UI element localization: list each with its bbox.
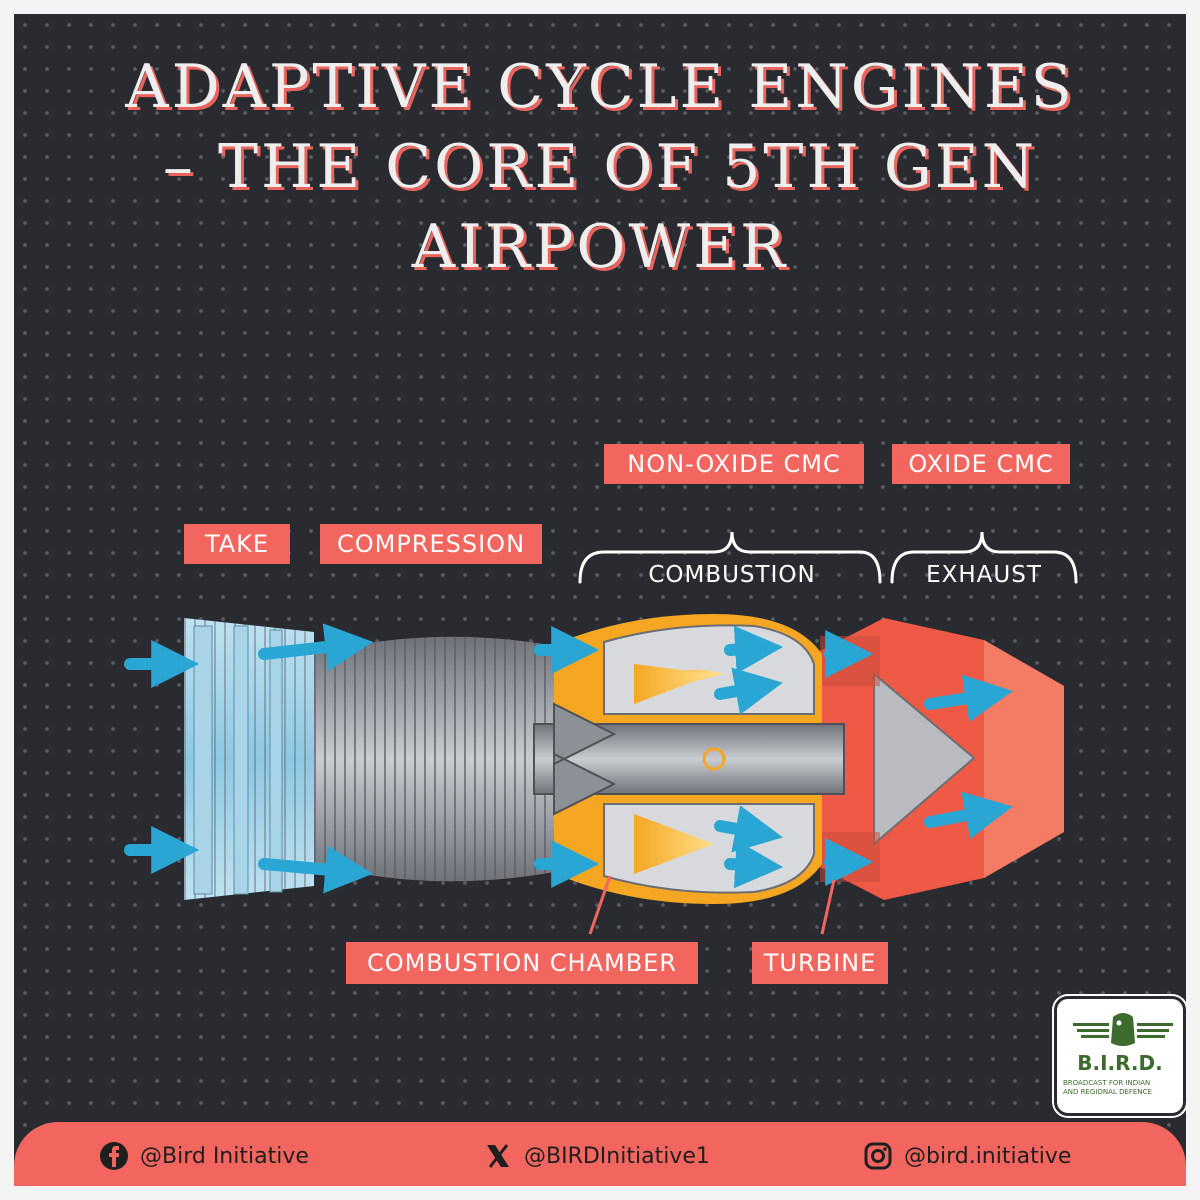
title-line-1: Adaptive Cycle Engines: [125, 52, 1075, 122]
combustion-chamber-leader: [588, 875, 612, 935]
turbine-stator: [553, 702, 617, 816]
title-line-3: Airpower: [411, 212, 789, 282]
facebook-handle: @Bird Initiative: [140, 1143, 309, 1169]
non-oxide-cmc-label: NON-OXIDE CMC: [604, 444, 864, 484]
exhaust-section-label: EXHAUST: [926, 562, 1042, 588]
exhaust-arrow-bottom: [924, 791, 1013, 839]
instagram-icon: [862, 1140, 894, 1172]
x-icon: [482, 1140, 514, 1172]
logo-tagline-2: AND REGIONAL DEFENCE: [1063, 1088, 1152, 1096]
engine-diagram: [124, 531, 1078, 935]
footer-bar: [14, 1122, 1186, 1186]
instagram-link[interactable]: @bird.initiative: [862, 1140, 1071, 1172]
burner-arrow-top: [724, 625, 784, 674]
infographic-canvas: Adaptive Cycle Engines – The Core of 5th…: [14, 14, 1186, 1186]
instagram-handle: @bird.initiative: [904, 1143, 1072, 1169]
x-link[interactable]: @BIRDInitiative1: [482, 1140, 710, 1172]
compression-arrow-bottom: [258, 845, 374, 894]
combustion-chamber-label: COMBUSTION CHAMBER: [346, 942, 698, 984]
combustion-section-label: COMBUSTION: [648, 562, 816, 588]
compressor: [314, 636, 554, 882]
intake-fan: [184, 618, 314, 900]
exhaust-arrow-top: [924, 674, 1013, 723]
facebook-link[interactable]: @Bird Initiative: [98, 1140, 309, 1172]
burner-arrow-mid-bottom: [714, 805, 783, 853]
exhaust-brace: [890, 531, 1078, 584]
oxide-cmc-label: OXIDE CMC: [892, 444, 1070, 484]
logo-tagline-1: BROADCAST FOR INDIAN: [1063, 1079, 1151, 1087]
turbine-leader: [820, 879, 836, 935]
burner-arrow-mid-top: [714, 667, 783, 715]
rotation-icon: [702, 747, 726, 771]
airflow-arrows: [124, 623, 1013, 894]
combustion-brace: [578, 531, 882, 584]
title-line-2: – The Core of 5th Gen: [162, 132, 1038, 202]
facebook-icon: [98, 1140, 130, 1172]
burner-arrow-bottom: [724, 840, 784, 889]
bird-emblem-icon: [1073, 1013, 1173, 1046]
intake-label: TAKE: [184, 524, 290, 564]
x-handle: @BIRDInitiative1: [524, 1143, 710, 1169]
bird-logo: B.I.R.D. BROADCAST FOR INDIAN AND REGION…: [1054, 996, 1186, 1116]
compression-label: COMPRESSION: [320, 524, 542, 564]
compression-arrow-top: [258, 623, 374, 672]
logo-wordmark: B.I.R.D.: [1077, 1051, 1163, 1075]
turbine-label: TURBINE: [752, 942, 888, 984]
logo-tagline: BROADCAST FOR INDIAN AND REGIONAL DEFENC…: [1063, 1079, 1183, 1097]
